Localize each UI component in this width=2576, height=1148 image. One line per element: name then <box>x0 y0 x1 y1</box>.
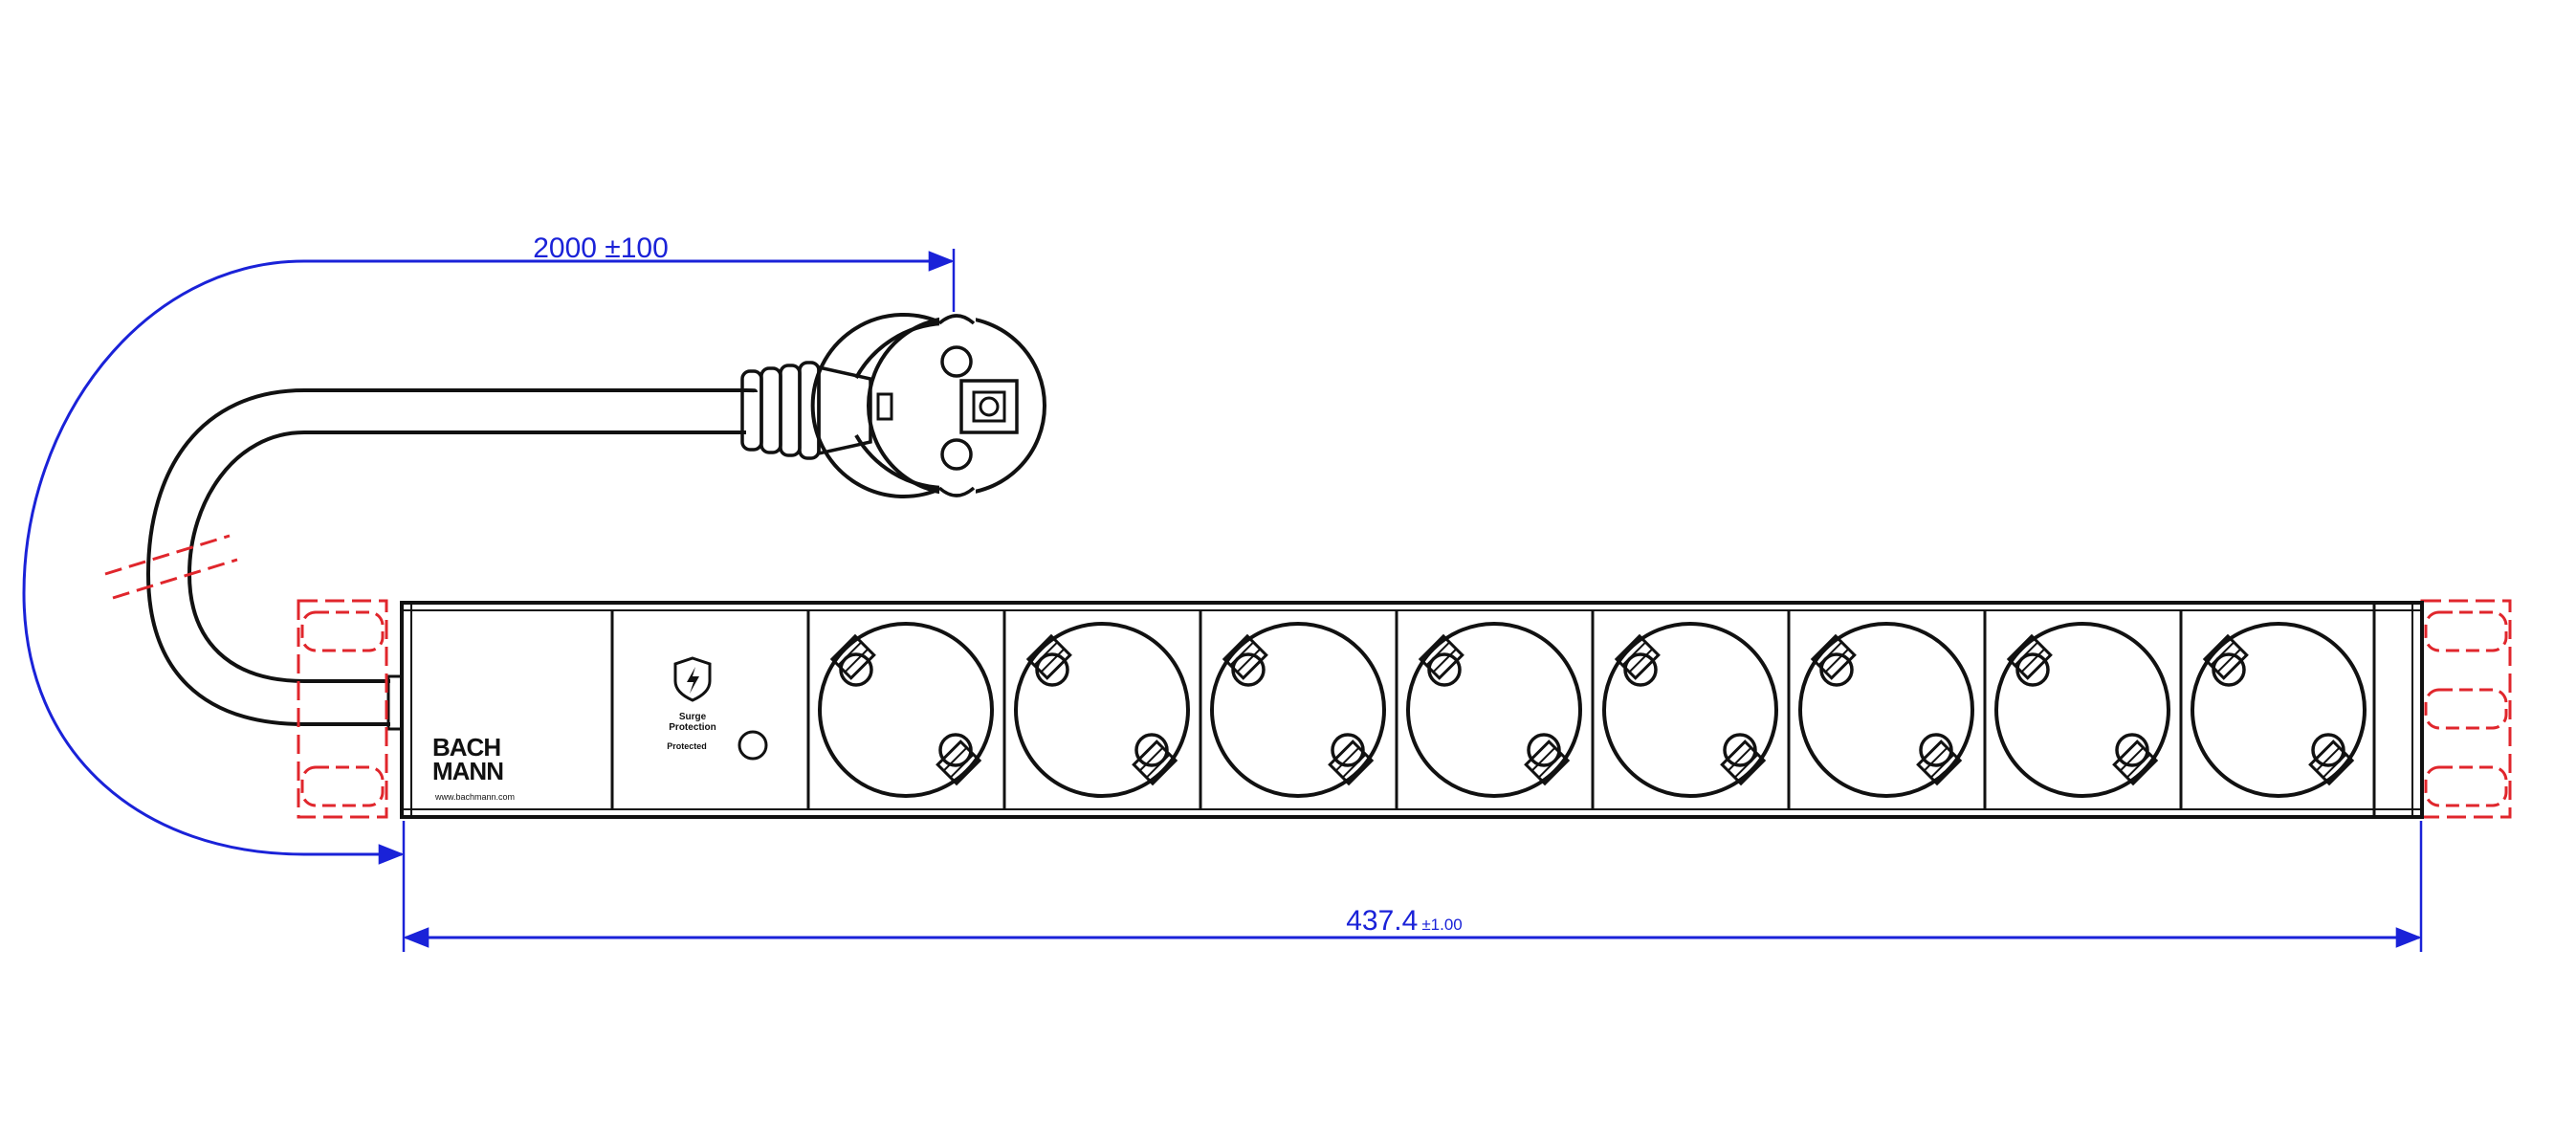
cable-break-marks <box>104 534 238 600</box>
schuko-socket <box>1602 622 1778 798</box>
power-cable <box>104 388 758 731</box>
svg-text:MANN: MANN <box>432 757 503 785</box>
svg-text:BACH: BACH <box>432 733 500 762</box>
cable-length-label: 2000 ±100 <box>533 232 669 264</box>
shield-lightning-icon <box>673 656 712 702</box>
schuko-socket <box>1406 622 1582 798</box>
svg-text:Protected: Protected <box>667 741 707 751</box>
left-mounting-bracket <box>297 599 388 819</box>
right-mounting-bracket <box>2420 599 2512 819</box>
schuko-socket <box>1798 622 1974 798</box>
status-indicator-led <box>738 730 768 761</box>
strip-length-label: 437.4±1.00 <box>1346 905 1463 937</box>
strip-length-dimension: 437.4±1.00 <box>402 821 2423 952</box>
svg-text:Protection: Protection <box>669 722 716 733</box>
schuko-socket <box>1014 622 1190 798</box>
schuko-socket <box>1994 622 2170 798</box>
schuko-socket <box>1210 622 1386 798</box>
schuko-plug <box>740 312 1046 499</box>
cable-length-dimension: 2000 ±100 <box>22 232 956 865</box>
schuko-socket <box>818 622 994 798</box>
website-label: www.bachmann.com <box>434 792 515 802</box>
power-strip: BACH MANN www.bachmann.com Surge Protect… <box>400 601 2424 819</box>
bachmann-logo: BACH MANN <box>432 733 504 785</box>
surge-protection-module: Surge Protection Protected <box>667 656 768 761</box>
svg-text:Surge: Surge <box>679 712 707 722</box>
schuko-socket <box>2191 622 2367 798</box>
